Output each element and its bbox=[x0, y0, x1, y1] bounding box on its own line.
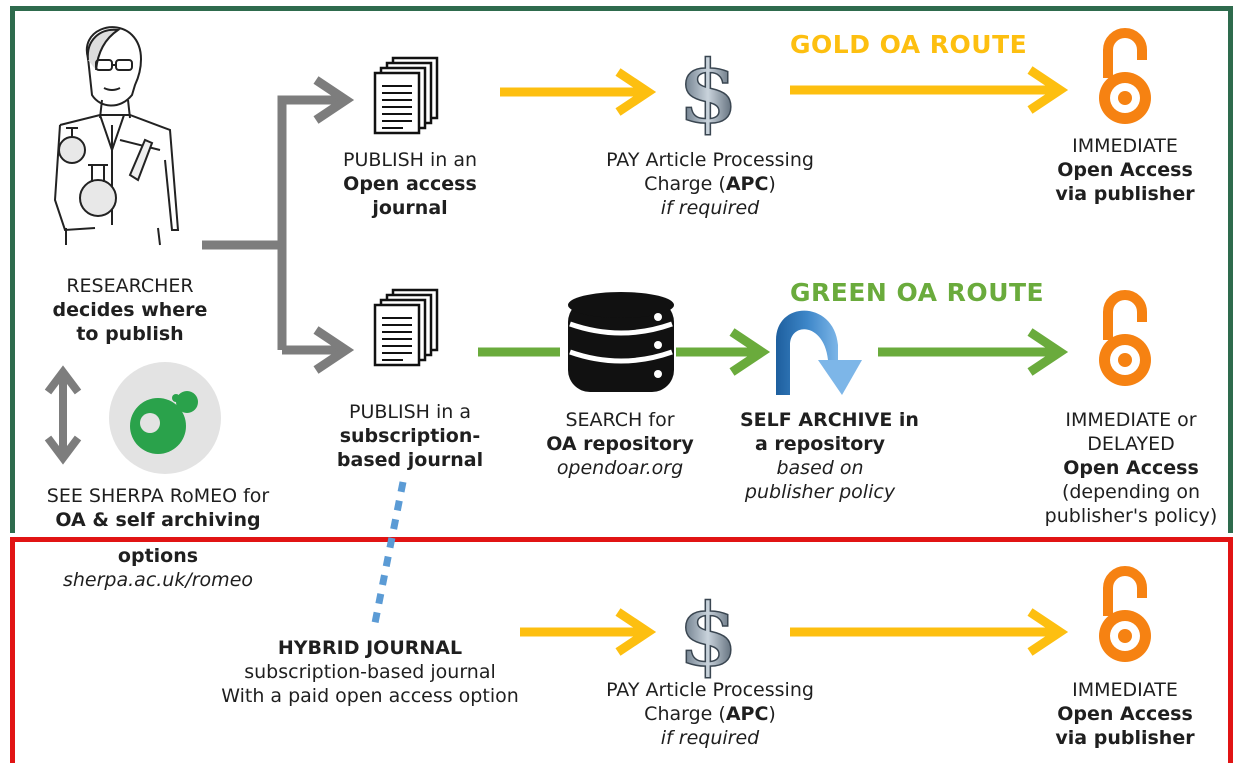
open-access-lock-icon-hybrid bbox=[1099, 571, 1151, 662]
double-arrow bbox=[44, 365, 82, 465]
gold-pay-label: PAY Article Processing Charge (APC) if r… bbox=[606, 149, 814, 219]
green-result-label: IMMEDIATE or DELAYED Open Access (depend… bbox=[1044, 409, 1218, 527]
gold-result-label: IMMEDIATE Open Access via publisher bbox=[1055, 135, 1195, 205]
open-access-lock-icon-gold bbox=[1099, 33, 1151, 124]
hybrid-result-label: IMMEDIATE Open Access via publisher bbox=[1055, 679, 1195, 749]
green-publish-label: PUBLISH in a subscription- based journal bbox=[336, 401, 484, 471]
green-search-label: SEARCH for OA repository opendoar.org bbox=[546, 409, 694, 479]
hybrid-journal-label: HYBRID JOURNAL subscription-based journa… bbox=[221, 637, 519, 707]
document-stack-icon-green bbox=[373, 288, 439, 367]
researcher-branch-arrows bbox=[202, 76, 355, 374]
sherpa-romeo-logo bbox=[109, 362, 221, 474]
researcher-illustration bbox=[53, 26, 180, 246]
frame-top bbox=[10, 6, 1230, 533]
document-stack-icon-gold bbox=[373, 56, 439, 135]
green-route-title: GREEN OA ROUTE bbox=[790, 278, 1045, 307]
sherpa-options: options bbox=[117, 545, 199, 567]
sherpa-link[interactable]: sherpa.ac.uk/romeo bbox=[62, 569, 254, 591]
green-archive-label: SELF ARCHIVE in a repository based on pu… bbox=[740, 409, 919, 503]
researcher-label: RESEARCHER decides where to publish bbox=[52, 275, 208, 345]
self-archive-arrow-icon bbox=[776, 310, 862, 395]
hybrid-pay-label: PAY Article Processing Charge (APC) if r… bbox=[606, 679, 814, 749]
dollar-icon-gold bbox=[677, 41, 739, 144]
gold-route-title: GOLD OA ROUTE bbox=[790, 30, 1028, 59]
frame-top-right bbox=[1228, 6, 1233, 533]
sherpa-label: SEE SHERPA RoMEO for OA & self archiving bbox=[46, 485, 270, 531]
database-icon bbox=[568, 292, 674, 392]
gold-publish-label: PUBLISH in an Open access journal bbox=[342, 149, 478, 219]
frame-bottom-right bbox=[1228, 537, 1233, 763]
green-arrows bbox=[478, 328, 1069, 376]
gold-arrows bbox=[500, 66, 1069, 656]
hybrid-dotted-connector bbox=[370, 481, 407, 629]
dollar-icon-hybrid bbox=[677, 584, 739, 687]
open-access-lock-icon-green bbox=[1099, 295, 1151, 386]
frame-bottom bbox=[10, 537, 1233, 763]
